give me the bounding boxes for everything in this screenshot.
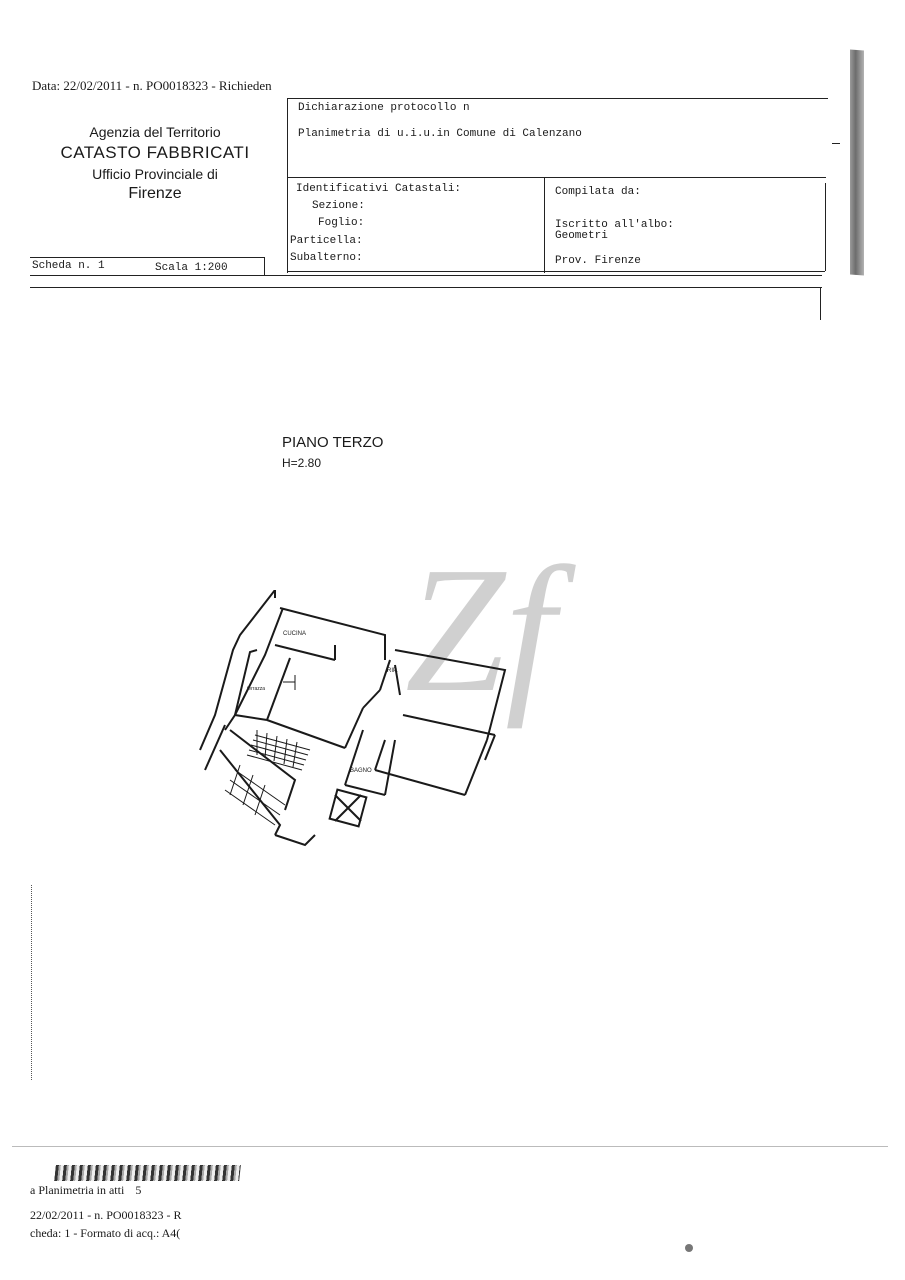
footer-line-1-text: a Planimetria in atti	[30, 1183, 125, 1197]
frame-line	[264, 257, 265, 276]
frame-line	[287, 98, 288, 273]
frame-line	[832, 143, 840, 144]
frame-line	[288, 98, 828, 99]
room-label-terrace: terrazza	[247, 686, 265, 692]
frame-line	[820, 288, 821, 320]
agency-name: Agenzia del Territorio	[89, 124, 221, 140]
frame-line	[30, 275, 822, 276]
watermark-logo: Zf	[405, 530, 556, 729]
frame-line	[288, 271, 825, 272]
albo-value: Geometri	[555, 230, 608, 242]
sezione-label: Sezione:	[312, 200, 365, 212]
footer-line-1-number: 5	[135, 1183, 142, 1197]
scan-edge-artifact	[850, 49, 864, 276]
room-label-storage: RIP.	[387, 668, 398, 674]
scheda-number: Scheda n. 1	[32, 260, 105, 272]
room-label-kitchen: CUCINA	[283, 631, 306, 637]
floor-plan-drawing: CUCINA terrazza RIP. BAGNO	[199, 590, 507, 847]
office-city: Firenze	[128, 185, 182, 202]
albo-label: Iscritto all'albo:	[555, 219, 674, 231]
floor-title: PIANO TERZO	[282, 434, 384, 451]
footer-stamp-bar	[54, 1165, 241, 1181]
province-label: Prov. Firenze	[555, 255, 641, 267]
floor-height: H=2.80	[282, 456, 322, 470]
frame-line	[30, 257, 264, 258]
particella-label: Particella:	[290, 235, 363, 247]
margin-dots	[31, 885, 33, 1080]
compiled-by-title: Compilata da:	[555, 186, 641, 198]
frame-line	[30, 287, 822, 288]
catasto-title: CATASTO FABBRICATI	[60, 143, 250, 162]
foglio-label: Foglio:	[318, 217, 365, 229]
room-label-bath: BAGNO	[350, 768, 372, 774]
identifiers-title: Identificativi Catastali:	[296, 183, 462, 195]
footer-line-2: 22/02/2011 - n. PO0018323 - R	[30, 1208, 182, 1222]
frame-line	[544, 178, 545, 273]
planimetry-label: Planimetria di u.i.u.in Comune di Calenz…	[298, 128, 582, 140]
frame-line	[825, 183, 826, 271]
frame-line	[288, 177, 826, 178]
footer-line-3: cheda: 1 - Formato di acq.: A4(	[30, 1226, 181, 1240]
header-date-line: Data: 22/02/2011 - n. PO0018323 - Richie…	[32, 78, 272, 93]
declaration-label: Dichiarazione protocollo n	[298, 102, 470, 114]
scheda-scale: Scala 1:200	[155, 262, 228, 274]
subalterno-label: Subalterno:	[290, 252, 363, 264]
footer-line-1: a Planimetria in atti 5	[30, 1183, 141, 1198]
stray-mark	[685, 1244, 693, 1252]
page-bottom-divider	[12, 1146, 888, 1147]
office-label: Ufficio Provinciale di	[92, 166, 218, 182]
agency-block: Agenzia del Territorio CATASTO FABBRICAT…	[40, 124, 270, 203]
